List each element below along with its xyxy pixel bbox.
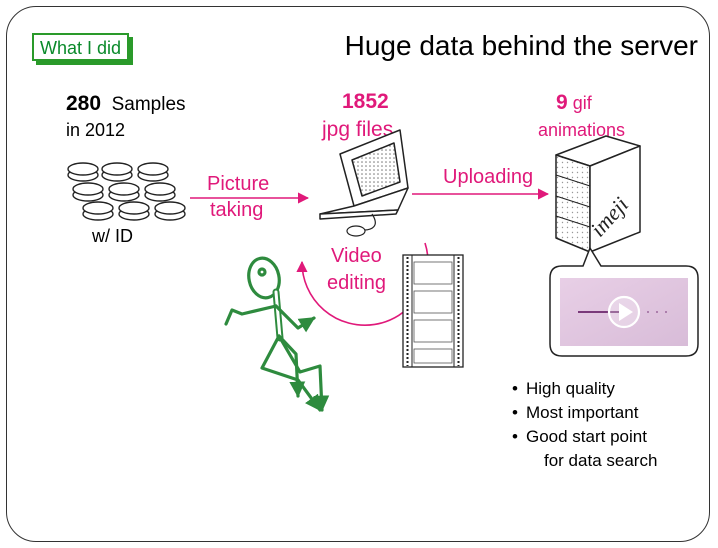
gif-count: 9 bbox=[556, 91, 568, 114]
sample-dishes bbox=[67, 162, 186, 221]
benefit-item: Most important bbox=[512, 401, 657, 425]
laptop-icon bbox=[319, 129, 409, 237]
dish bbox=[154, 201, 186, 221]
stick-figure-icon bbox=[224, 256, 330, 412]
dish bbox=[144, 182, 176, 202]
benefit-list: High quality Most important Good start p… bbox=[512, 377, 657, 473]
step-picture-2: taking bbox=[210, 199, 264, 221]
jpg-label: jpg files bbox=[322, 118, 394, 141]
dish bbox=[82, 201, 114, 221]
step-video-2: editing bbox=[327, 272, 386, 294]
gif-text: gif bbox=[572, 93, 592, 113]
section-tag: What I did bbox=[32, 33, 130, 61]
step-upload: Uploading bbox=[443, 166, 534, 188]
slide-title: Huge data behind the server bbox=[344, 30, 698, 61]
samples-id-label: w/ ID bbox=[92, 226, 134, 246]
server-icon bbox=[555, 135, 641, 253]
samples-year: in 2012 bbox=[66, 120, 126, 140]
gif-label-2: animations bbox=[538, 120, 626, 140]
benefit-item: High quality bbox=[512, 377, 657, 401]
dish bbox=[137, 162, 169, 182]
samples-text: Samples bbox=[111, 94, 186, 115]
benefit-item: Good start point bbox=[512, 425, 657, 449]
dish bbox=[108, 182, 140, 202]
samples-label: 280 Samples bbox=[66, 92, 186, 116]
dish bbox=[118, 201, 150, 221]
benefit-item-continued: for data search bbox=[544, 451, 658, 470]
play-icon[interactable] bbox=[607, 295, 641, 329]
dish bbox=[72, 182, 104, 202]
dish bbox=[67, 162, 99, 182]
slide-frame bbox=[6, 6, 710, 542]
jpg-count: 1852 bbox=[342, 90, 389, 113]
samples-count: 280 bbox=[66, 92, 102, 115]
gif-label: 9 gif bbox=[556, 91, 592, 115]
dish bbox=[101, 162, 133, 182]
film-strip-icon bbox=[402, 254, 464, 368]
step-picture-1: Picture bbox=[207, 173, 270, 195]
step-video-1: Video bbox=[331, 245, 382, 267]
